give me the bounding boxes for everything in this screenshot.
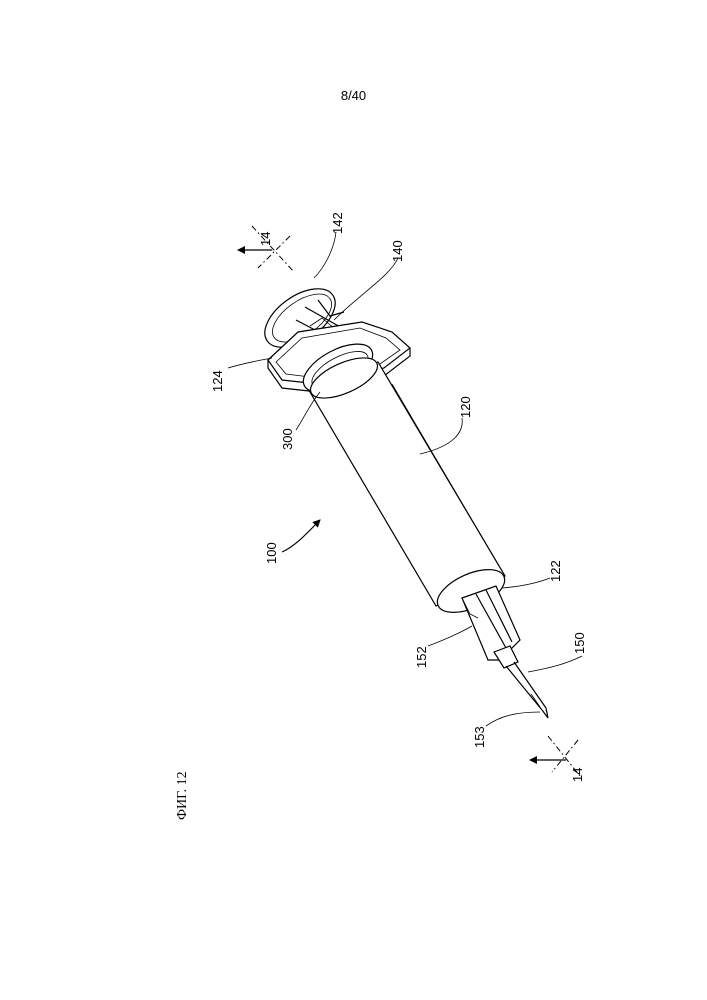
label-needle-hub: 152 [414,646,429,668]
label-barrel: 120 [458,396,473,418]
label-section-bottom: 14 [570,768,585,782]
syringe-barrel [305,350,511,622]
label-needle: 150 [572,632,587,654]
label-device: 100 [264,542,279,564]
needle [506,662,548,718]
label-plunger: 140 [390,240,405,262]
label-ring: 300 [280,428,295,450]
label-thumb-press: 142 [330,212,345,234]
label-flange: 124 [210,370,225,392]
label-barrel-end: 122 [548,560,563,582]
label-needle-tip: 153 [472,726,487,748]
figure-caption: ФИГ. 12 [175,771,190,820]
label-section-top: 14 [258,232,273,246]
